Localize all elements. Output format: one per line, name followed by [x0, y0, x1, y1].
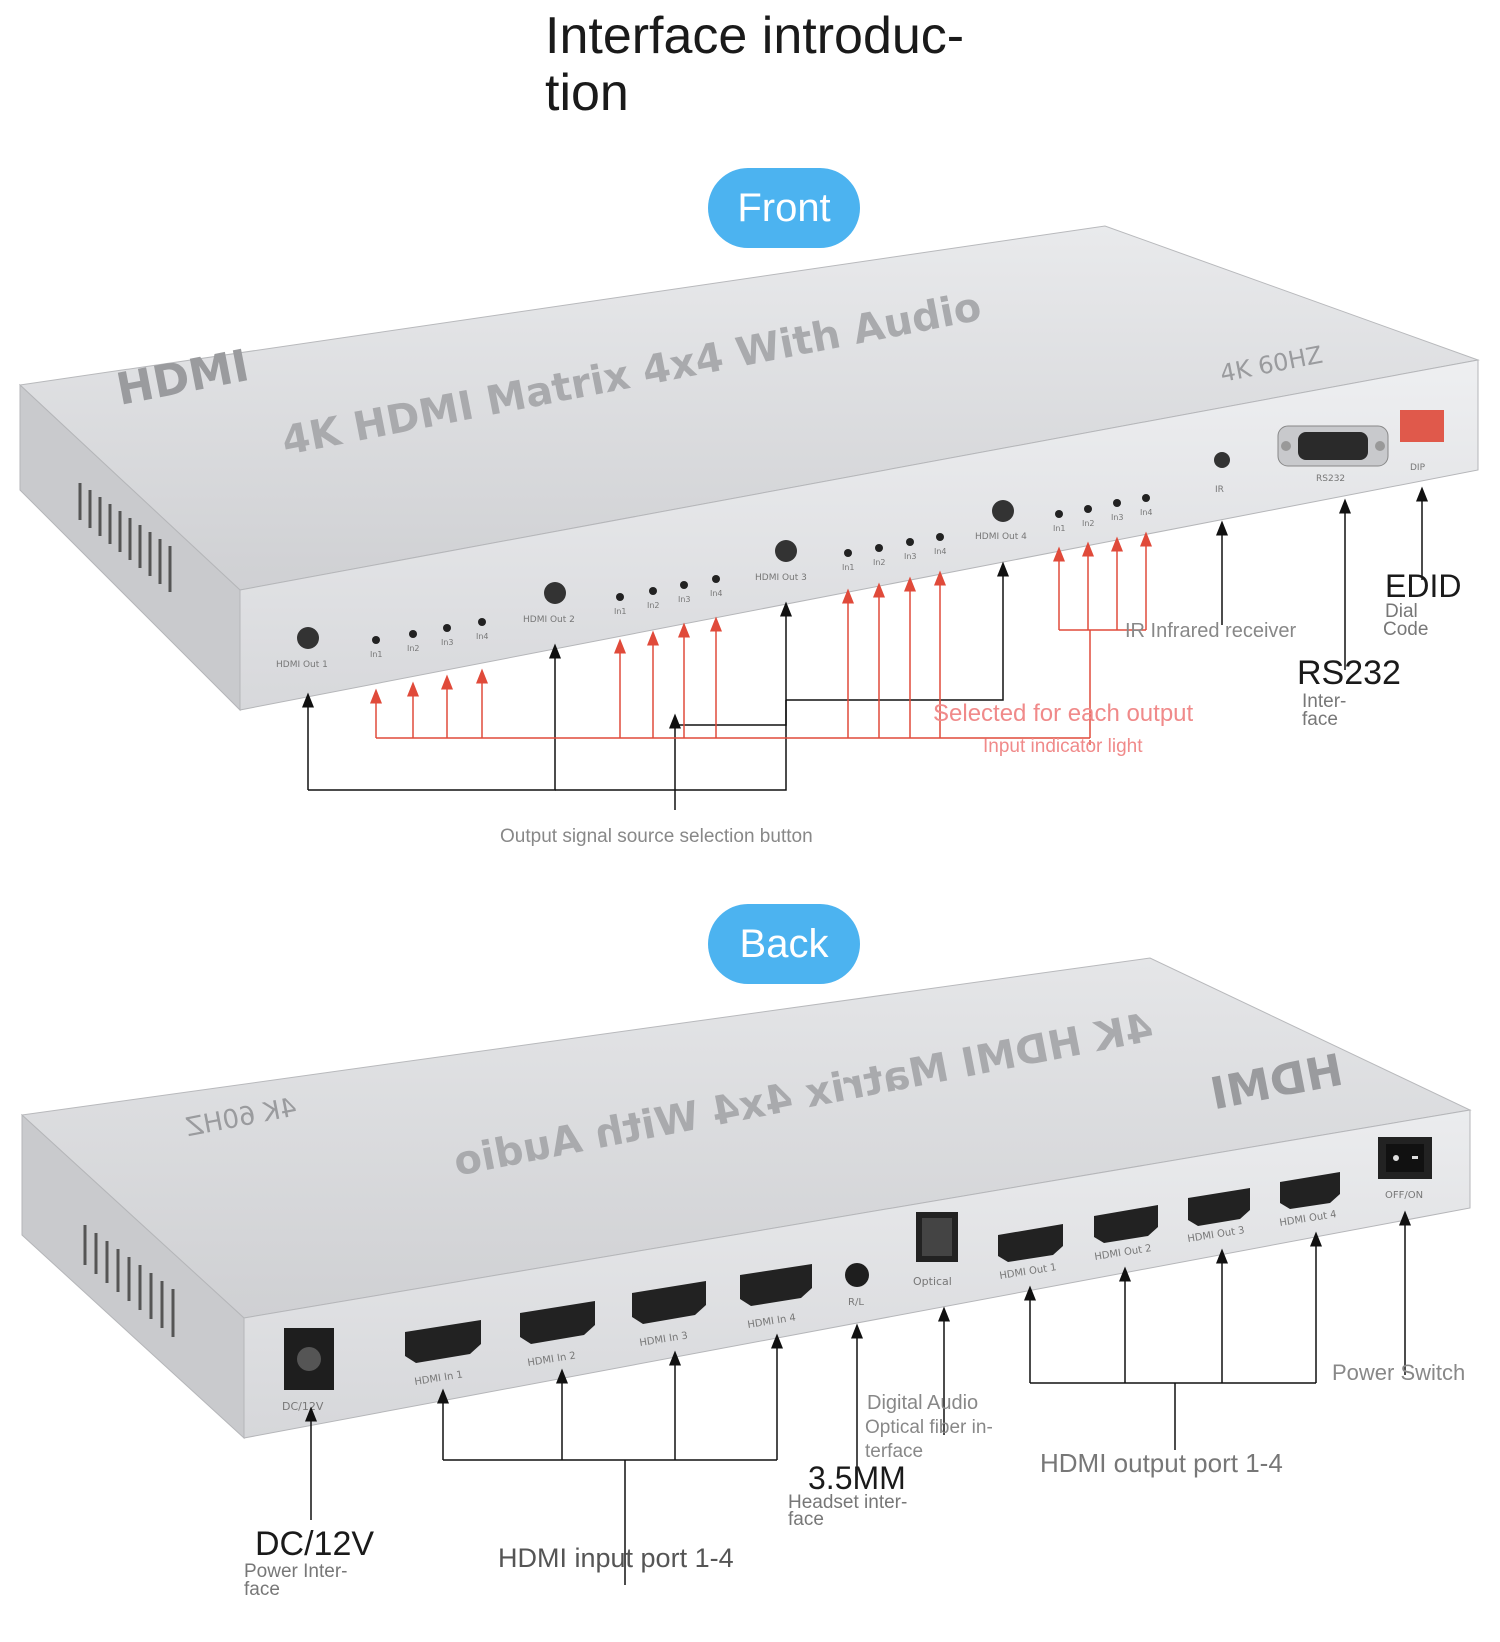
jack-label: 3.5MM	[808, 1460, 906, 1496]
back-badge: Back	[708, 904, 860, 984]
out-button-4	[992, 500, 1014, 522]
svg-text:In4: In4	[476, 632, 489, 641]
back-callouts	[305, 1210, 1411, 1585]
svg-text:In1: In1	[842, 563, 855, 572]
svg-text:In2: In2	[873, 558, 886, 567]
svg-text:In3: In3	[1111, 513, 1124, 522]
svg-text:In2: In2	[647, 601, 660, 610]
out-button-3	[775, 540, 797, 562]
svg-text:DIP: DIP	[1410, 463, 1426, 473]
out-button-1	[297, 627, 319, 649]
out-label-1: HDMI Out 1	[276, 660, 328, 670]
optical-label-2: Optical fiber in-	[865, 1417, 993, 1438]
edid-sub2: Code	[1383, 619, 1429, 640]
out-label-3: HDMI Out 3	[755, 573, 807, 583]
dc-jack	[284, 1328, 334, 1390]
hdmi-output-ports	[998, 1172, 1340, 1262]
jack-sub2: face	[788, 1509, 824, 1530]
dip-switch	[1400, 410, 1444, 442]
svg-text:In3: In3	[904, 552, 917, 561]
output-button-label: Output signal source selection button	[500, 826, 813, 847]
svg-text:In3: In3	[678, 595, 691, 604]
back-vents	[83, 1225, 175, 1337]
svg-text:R/L: R/L	[848, 1297, 864, 1308]
ir-receiver	[1214, 452, 1230, 468]
svg-text:In3: In3	[441, 638, 454, 647]
front-output-buttons	[297, 500, 1014, 649]
audio-jack	[845, 1263, 869, 1287]
dc-sub1: Power Inter-	[244, 1561, 348, 1582]
page-title: Interface introduc- tion	[545, 8, 1065, 122]
out-label-4: HDMI Out 4	[975, 532, 1027, 542]
out-button-2	[544, 582, 566, 604]
edid-sub1: Dial	[1385, 601, 1418, 622]
rs232-connector	[1277, 425, 1389, 467]
svg-text:In1: In1	[370, 650, 383, 659]
front-indicator-leds	[372, 494, 1150, 644]
svg-text:In4: In4	[710, 589, 723, 598]
hdmi-input-ports	[405, 1264, 812, 1363]
rs232-sub2: face	[1302, 709, 1338, 730]
svg-text:Optical: Optical	[913, 1275, 952, 1288]
front-badge-label: Front	[737, 186, 831, 230]
output-button-callouts	[302, 561, 1009, 810]
svg-text:In1: In1	[1053, 524, 1066, 533]
front-device-illustration: 4K HDMI Matrix 4x4 With Audio HDMI 4K 60…	[18, 225, 1480, 810]
power-switch	[1378, 1137, 1432, 1179]
back-badge-label: Back	[739, 922, 829, 966]
page-title-text: Interface introduc- tion	[545, 7, 965, 122]
jack-sub1: Headset inter-	[788, 1492, 908, 1513]
input-indicator-label: Input indicator light	[983, 736, 1143, 757]
dc-sub2: face	[244, 1579, 280, 1600]
hdmi-output-label: HDMI output port 1-4	[1040, 1448, 1283, 1478]
svg-text:In4: In4	[934, 547, 947, 556]
power-switch-label: Power Switch	[1332, 1360, 1466, 1385]
rs232-sub1: Inter-	[1302, 691, 1347, 712]
right-callouts	[1216, 486, 1428, 670]
ir-receiver-label: IR Infrared receiver	[1125, 620, 1297, 642]
back-device-side	[21, 1113, 245, 1440]
svg-text:In4: In4	[1140, 508, 1153, 517]
front-badge: Front	[708, 168, 860, 248]
indicator-callouts	[370, 531, 1152, 745]
dc-label: DC/12V	[255, 1525, 375, 1563]
svg-text:In2: In2	[407, 644, 420, 653]
hdmi-input-label: HDMI input port 1-4	[498, 1543, 734, 1573]
svg-text:RS232: RS232	[1316, 474, 1345, 484]
optical-label-3: terface	[865, 1441, 924, 1462]
svg-text:DC/12V: DC/12V	[282, 1400, 324, 1413]
svg-text:In1: In1	[614, 607, 627, 616]
edid-label: EDID	[1385, 568, 1462, 604]
selected-output-label: Selected for each output	[933, 700, 1194, 727]
svg-text:In2: In2	[1082, 519, 1095, 528]
rs232-label: RS232	[1297, 654, 1401, 692]
svg-text:IR: IR	[1215, 485, 1224, 495]
svg-text:OFF/ON: OFF/ON	[1385, 1190, 1423, 1201]
out-label-2: HDMI Out 2	[523, 615, 575, 625]
front-vents	[78, 483, 172, 592]
optical-label-1: Digital Audio	[867, 1392, 979, 1414]
